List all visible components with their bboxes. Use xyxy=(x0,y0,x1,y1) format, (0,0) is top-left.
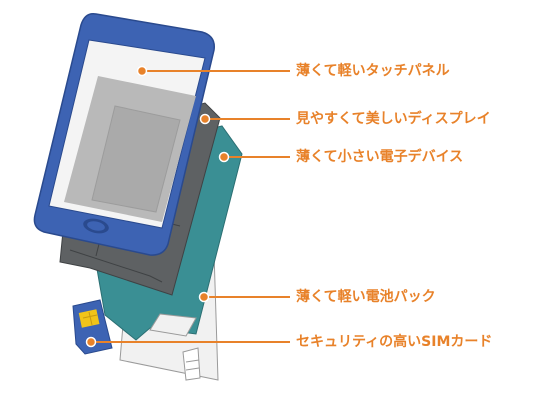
callout-label-touch-panel: 薄くて軽いタッチパネル xyxy=(296,63,450,79)
leader-dot-touch-panel xyxy=(136,65,148,77)
callout-label-electronics: 薄くて小さい電子デバイス xyxy=(296,149,464,165)
callout-label-display: 見やすくて美しいディスプレイ xyxy=(296,111,491,127)
leader-dot-electronics xyxy=(218,151,230,163)
callout-label-battery: 薄くて軽い電池パック xyxy=(296,289,436,305)
sim-card xyxy=(72,299,113,355)
phone-front xyxy=(33,12,215,256)
leader-dot-sim-card xyxy=(85,336,97,348)
callout-label-sim-card: セキュリティの高いSIMカード xyxy=(296,334,493,350)
leader-dot-battery xyxy=(198,291,210,303)
callout-leaders xyxy=(85,65,290,348)
leader-dot-display xyxy=(199,113,211,125)
